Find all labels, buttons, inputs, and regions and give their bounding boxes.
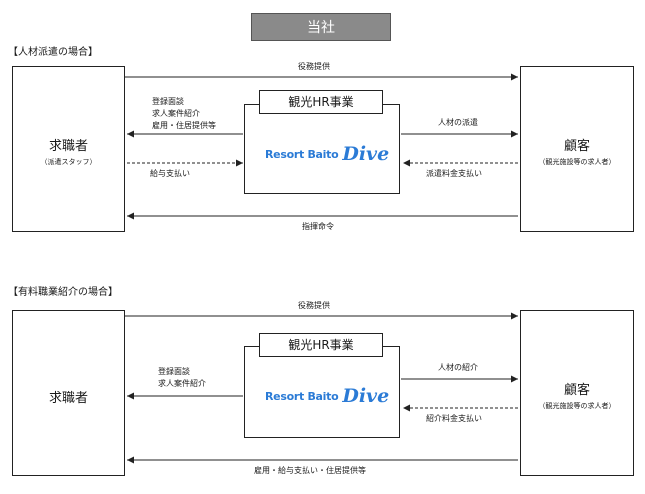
arrow-label: 給与支払い (150, 169, 190, 178)
logo-text: Dive (342, 143, 390, 165)
logo-text: Resort Baito (265, 147, 339, 161)
company-box: Resort Baito Dive (244, 346, 400, 438)
arrow-label: 役務提供 (298, 301, 330, 310)
arrow-label: 雇用・住居提供等 (152, 121, 216, 130)
company-box: Resort Baito Dive (244, 104, 400, 194)
section-title: 【人材派遣の場合】 (8, 47, 98, 58)
arrow-label: 求人案件紹介 (158, 379, 206, 388)
arrow-label: 登録面談 (152, 97, 184, 106)
company-label: 観光HR事業 (259, 333, 383, 357)
arrow-label: 雇用・給与支払い・住居提供等 (254, 466, 366, 475)
party-sub: （派遣スタッフ） (40, 158, 97, 166)
logo-text: Dive (342, 385, 390, 407)
party-name: 求職者 (48, 391, 88, 406)
arrow-label: 人材の紹介 (438, 363, 478, 372)
party-sub: （観光施設等の求人者） (538, 158, 616, 166)
arrow-label: 紹介料金支払い (426, 414, 482, 423)
arrow-label: 派遣料金支払い (426, 169, 482, 178)
party-name: 求職者 (48, 139, 88, 154)
arrow-label: 人材の派遣 (438, 118, 478, 127)
party-name: 顧客 (563, 383, 590, 398)
arrow-label: 役務提供 (298, 62, 330, 71)
party-name: 顧客 (563, 139, 590, 154)
logo-text: Resort Baito (265, 389, 339, 403)
resort-baito-dive-logo: Resort Baito Dive (265, 143, 389, 165)
arrow-label: 指揮命令 (302, 222, 334, 231)
resort-baito-dive-logo: Resort Baito Dive (265, 385, 389, 407)
customer-box: 顧客 （観光施設等の求人者） (520, 66, 634, 232)
job-seeker-box: 求職者 (12, 310, 125, 476)
party-sub: （観光施設等の求人者） (538, 402, 616, 410)
section-title: 【有料職業紹介の場合】 (8, 287, 118, 298)
company-label: 観光HR事業 (259, 90, 383, 114)
company-header: 当社 (251, 13, 391, 41)
customer-box: 顧客 （観光施設等の求人者） (520, 310, 634, 476)
arrow-label: 求人案件紹介 (152, 109, 200, 118)
arrow-label: 登録面談 (158, 367, 190, 376)
job-seeker-box: 求職者 （派遣スタッフ） (12, 66, 125, 232)
